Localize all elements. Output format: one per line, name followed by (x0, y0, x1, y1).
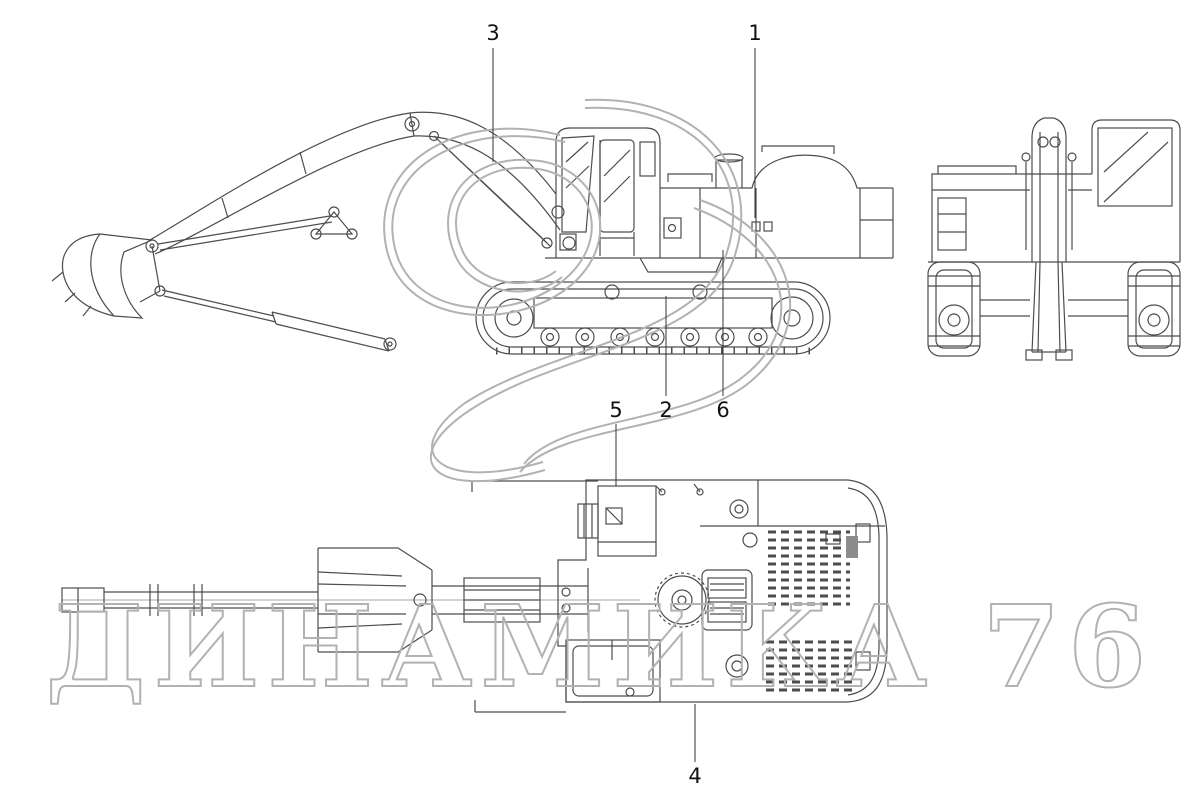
callout-3: 3 (486, 21, 500, 162)
watermark-text: ДИНАМИКА 76 (46, 582, 1154, 713)
top-engine-vents (766, 523, 871, 692)
watermark-swirl (383, 98, 791, 483)
callout-6: 6 (716, 250, 730, 422)
bucket (51, 233, 155, 319)
callout-4: 4 (688, 704, 702, 788)
callout-5-label: 5 (609, 398, 622, 422)
top-swing-machinery (654, 499, 758, 678)
bucket-linkage (157, 206, 358, 251)
rear-view-drawing (927, 117, 1181, 361)
callout-4-label: 4 (688, 764, 701, 788)
cab-side (555, 127, 661, 258)
rear-tracks (927, 261, 1181, 357)
top-cab (565, 639, 661, 703)
callout-1-label: 1 (748, 21, 761, 45)
rear-body (928, 119, 1181, 263)
side-view-drawing (51, 111, 894, 355)
upper-body-side (545, 145, 894, 259)
callouts: 1 2 3 4 5 6 (486, 21, 761, 788)
stick-cylinder (139, 245, 397, 352)
undercarriage-side (475, 257, 831, 355)
callout-3-label: 3 (486, 21, 499, 45)
callout-5: 5 (609, 398, 623, 486)
top-attachment (61, 547, 433, 653)
callout-6-label: 6 (716, 398, 729, 422)
callout-2: 2 (659, 296, 673, 422)
top-toolbox (577, 483, 704, 557)
callout-1: 1 (748, 21, 762, 218)
boom-cylinder (428, 130, 553, 249)
callout-2-label: 2 (659, 398, 672, 422)
top-boom (432, 568, 589, 632)
watermark: ДИНАМИКА 76 (45, 98, 1154, 714)
rear-boom (1021, 117, 1077, 361)
boom (145, 111, 565, 255)
top-view-drawing (61, 479, 888, 713)
